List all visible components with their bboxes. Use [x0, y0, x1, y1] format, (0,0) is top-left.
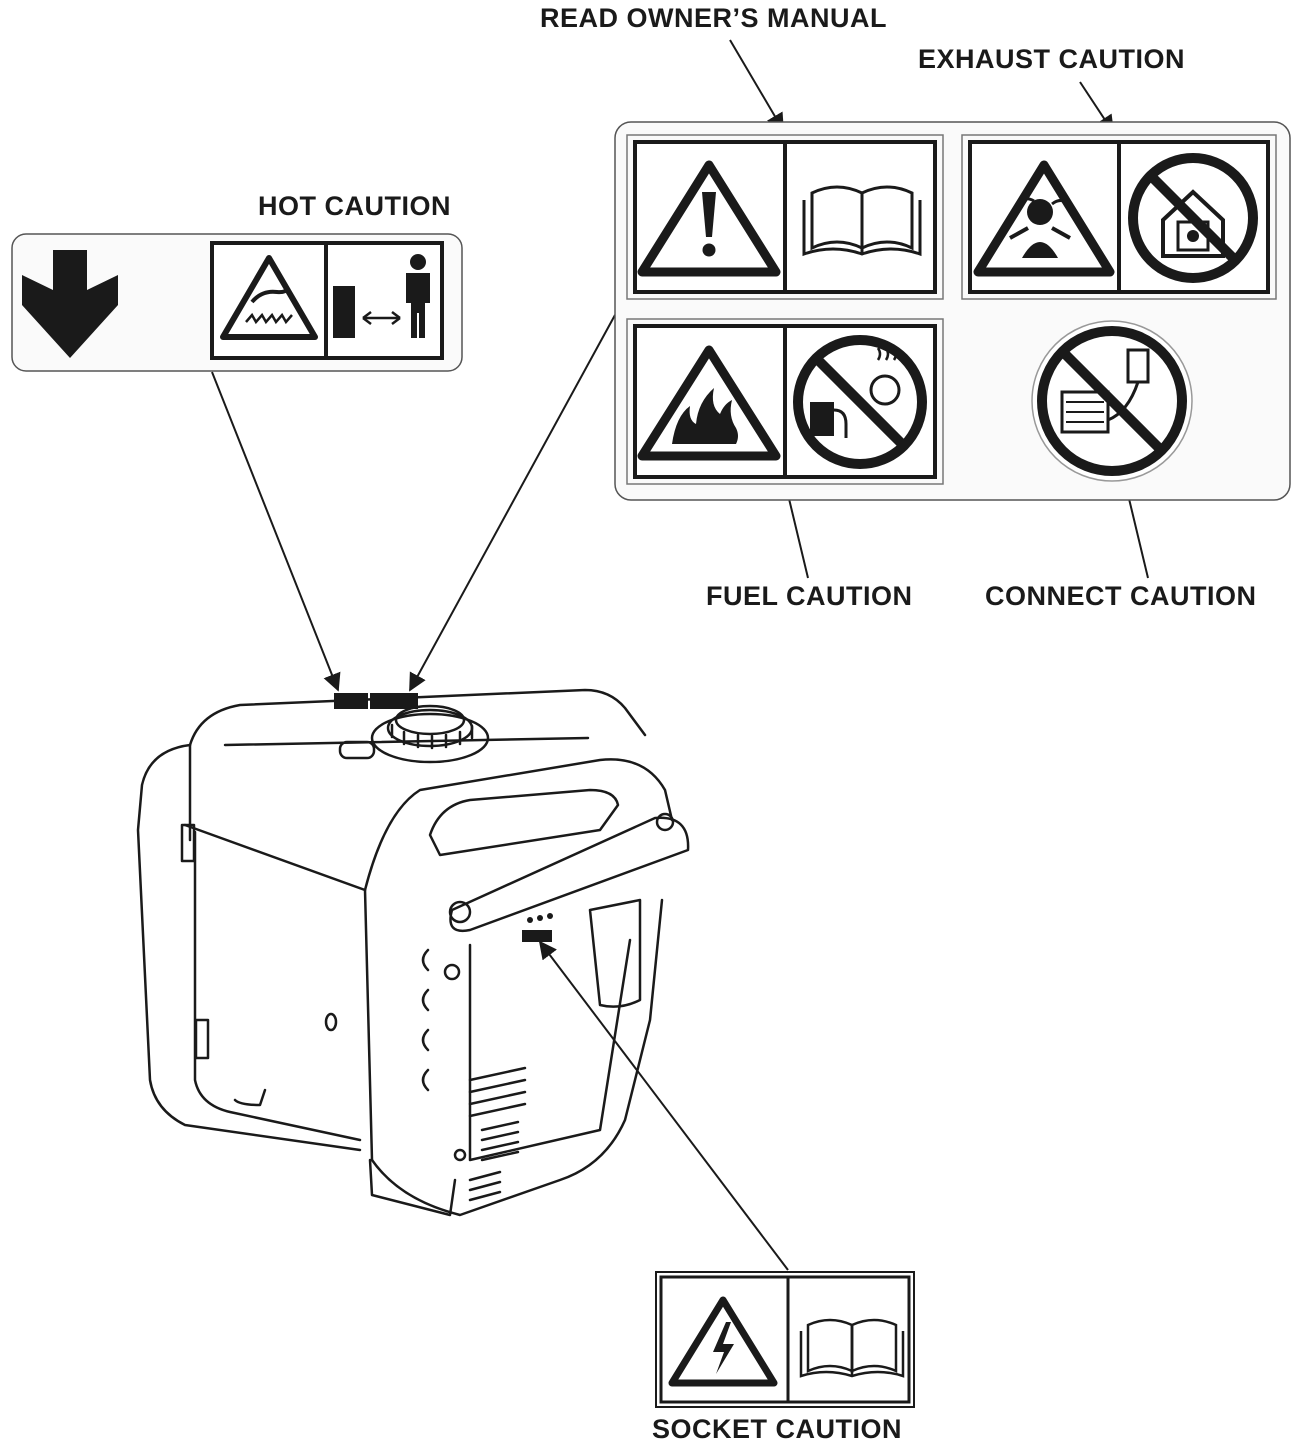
leader-main-panel — [409, 314, 616, 692]
toxic-gas-warning-icon — [973, 160, 1115, 277]
exhaust-caution-label — [961, 134, 1277, 300]
read-owners-manual-label: READ OWNER’S MANUAL — [540, 3, 887, 33]
hot-surface-warning-icon — [220, 255, 318, 340]
keep-distance-icon — [333, 254, 430, 338]
connect-caution-label — [1031, 320, 1193, 482]
warning-exclamation-icon — [637, 160, 781, 277]
fire-warning-icon — [637, 345, 781, 461]
no-indoor-use-icon — [1128, 153, 1258, 283]
hot-caution-label — [11, 233, 463, 372]
fuel-caution-text: FUEL CAUTION — [706, 581, 913, 611]
generator-illustration — [136, 688, 690, 1217]
socket-caution-label — [655, 1271, 915, 1408]
socket-caution-text: SOCKET CAUTION — [652, 1414, 902, 1444]
fuel-caution-label — [626, 318, 944, 485]
exhaust-caution-text: EXHAUST CAUTION — [918, 44, 1186, 74]
main-warning-panel — [614, 121, 1291, 501]
leader-hot — [211, 371, 341, 692]
leader-lines — [211, 39, 1149, 1271]
open-book-icon — [799, 1318, 905, 1378]
read-manual-label — [626, 134, 944, 300]
connect-caution-text: CONNECT CAUTION — [985, 581, 1257, 611]
down-arrow-icon — [22, 250, 118, 358]
leader-socket — [538, 940, 789, 1271]
hot-caution-text: HOT CAUTION — [258, 191, 451, 221]
leader-read-manual — [729, 39, 784, 132]
no-refuel-while-hot-icon — [793, 335, 927, 469]
no-building-connection-icon — [1037, 326, 1187, 476]
electric-shock-warning-icon — [668, 1296, 778, 1387]
open-book-icon — [802, 185, 922, 257]
